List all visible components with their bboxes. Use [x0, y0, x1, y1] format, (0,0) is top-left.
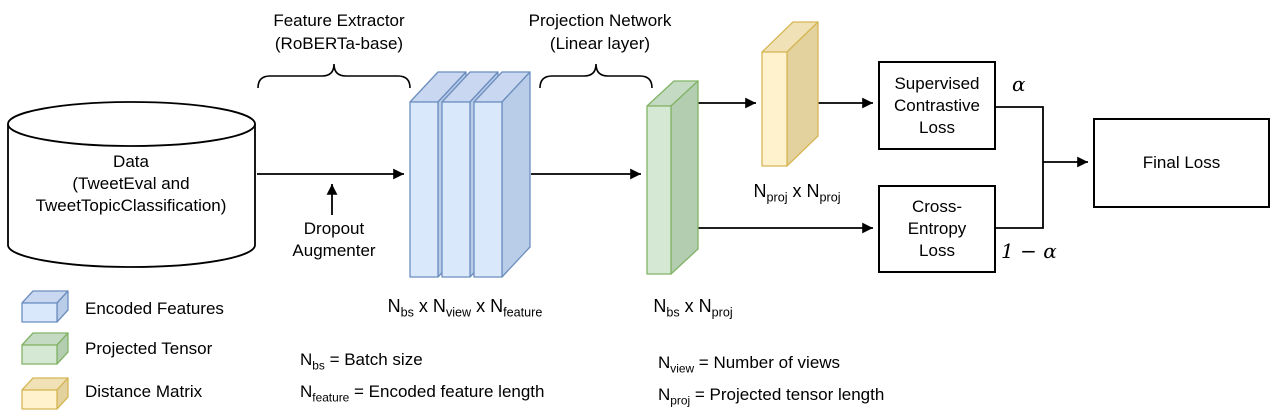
legend-cubes [21, 290, 69, 410]
encoded-tensor-dims-label: Nbs x Nview x Nfeature [387, 296, 543, 320]
legend-cube-distance-matrix [21, 377, 69, 410]
definition-feature-length: Nfeature = Encoded feature length [300, 382, 545, 405]
projected-tensor-dims-label: Nbs x Nproj [653, 296, 733, 320]
legend-cube-projected-tensor [21, 332, 69, 365]
supervised-contrastive-loss-box [878, 61, 996, 150]
data-cylinder-label: Data (TweetEval and TweetTopicClassifica… [35, 152, 227, 215]
projected-tensor [646, 80, 699, 275]
final-loss-box [1093, 118, 1270, 208]
feature-extractor-label: Feature Extractor (RoBERTa-base) [273, 11, 405, 53]
encoded-features-tensor [409, 71, 531, 278]
feature-extractor-brace [257, 63, 411, 89]
projection-network-label: Projection Network (Linear layer) [528, 11, 672, 53]
legend-label-encoded-features: Encoded Features [85, 299, 224, 318]
dropout-augmenter-label: Dropout Augmenter [292, 219, 376, 260]
encoded-slab-3 [473, 71, 531, 278]
alpha-weight-label: α [1012, 72, 1026, 96]
cross-entropy-loss-box [878, 185, 996, 273]
legend-label-projected-tensor: Projected Tensor [85, 339, 213, 358]
cross-entropy-loss-label: Cross- Entropy Loss [907, 197, 967, 260]
final-loss-label: Final Loss [1142, 153, 1221, 172]
definition-projected-length: Nproj = Projected tensor length [658, 385, 885, 408]
definition-number-of-views: Nview = Number of views [658, 353, 841, 376]
distance-matrix-dims-label: Nproj x Nproj [753, 181, 841, 205]
legend-label-distance-matrix: Distance Matrix [85, 382, 203, 401]
definition-batch-size: Nbs = Batch size [300, 350, 423, 373]
one-minus-alpha-weight-label: 1 − α [1001, 239, 1057, 263]
merge-line-losses [995, 106, 1044, 229]
data-cylinder-top [7, 101, 256, 147]
data-cylinder [7, 101, 256, 268]
distance-matrix-tensor [761, 21, 819, 167]
supervised-contrastive-loss-label: Supervised Contrastive Loss [894, 73, 980, 137]
flow-arrows [257, 97, 1088, 234]
projection-network-brace [539, 63, 653, 89]
data-cylinder-body [7, 124, 256, 268]
legend-cube-encoded-features [21, 290, 69, 323]
